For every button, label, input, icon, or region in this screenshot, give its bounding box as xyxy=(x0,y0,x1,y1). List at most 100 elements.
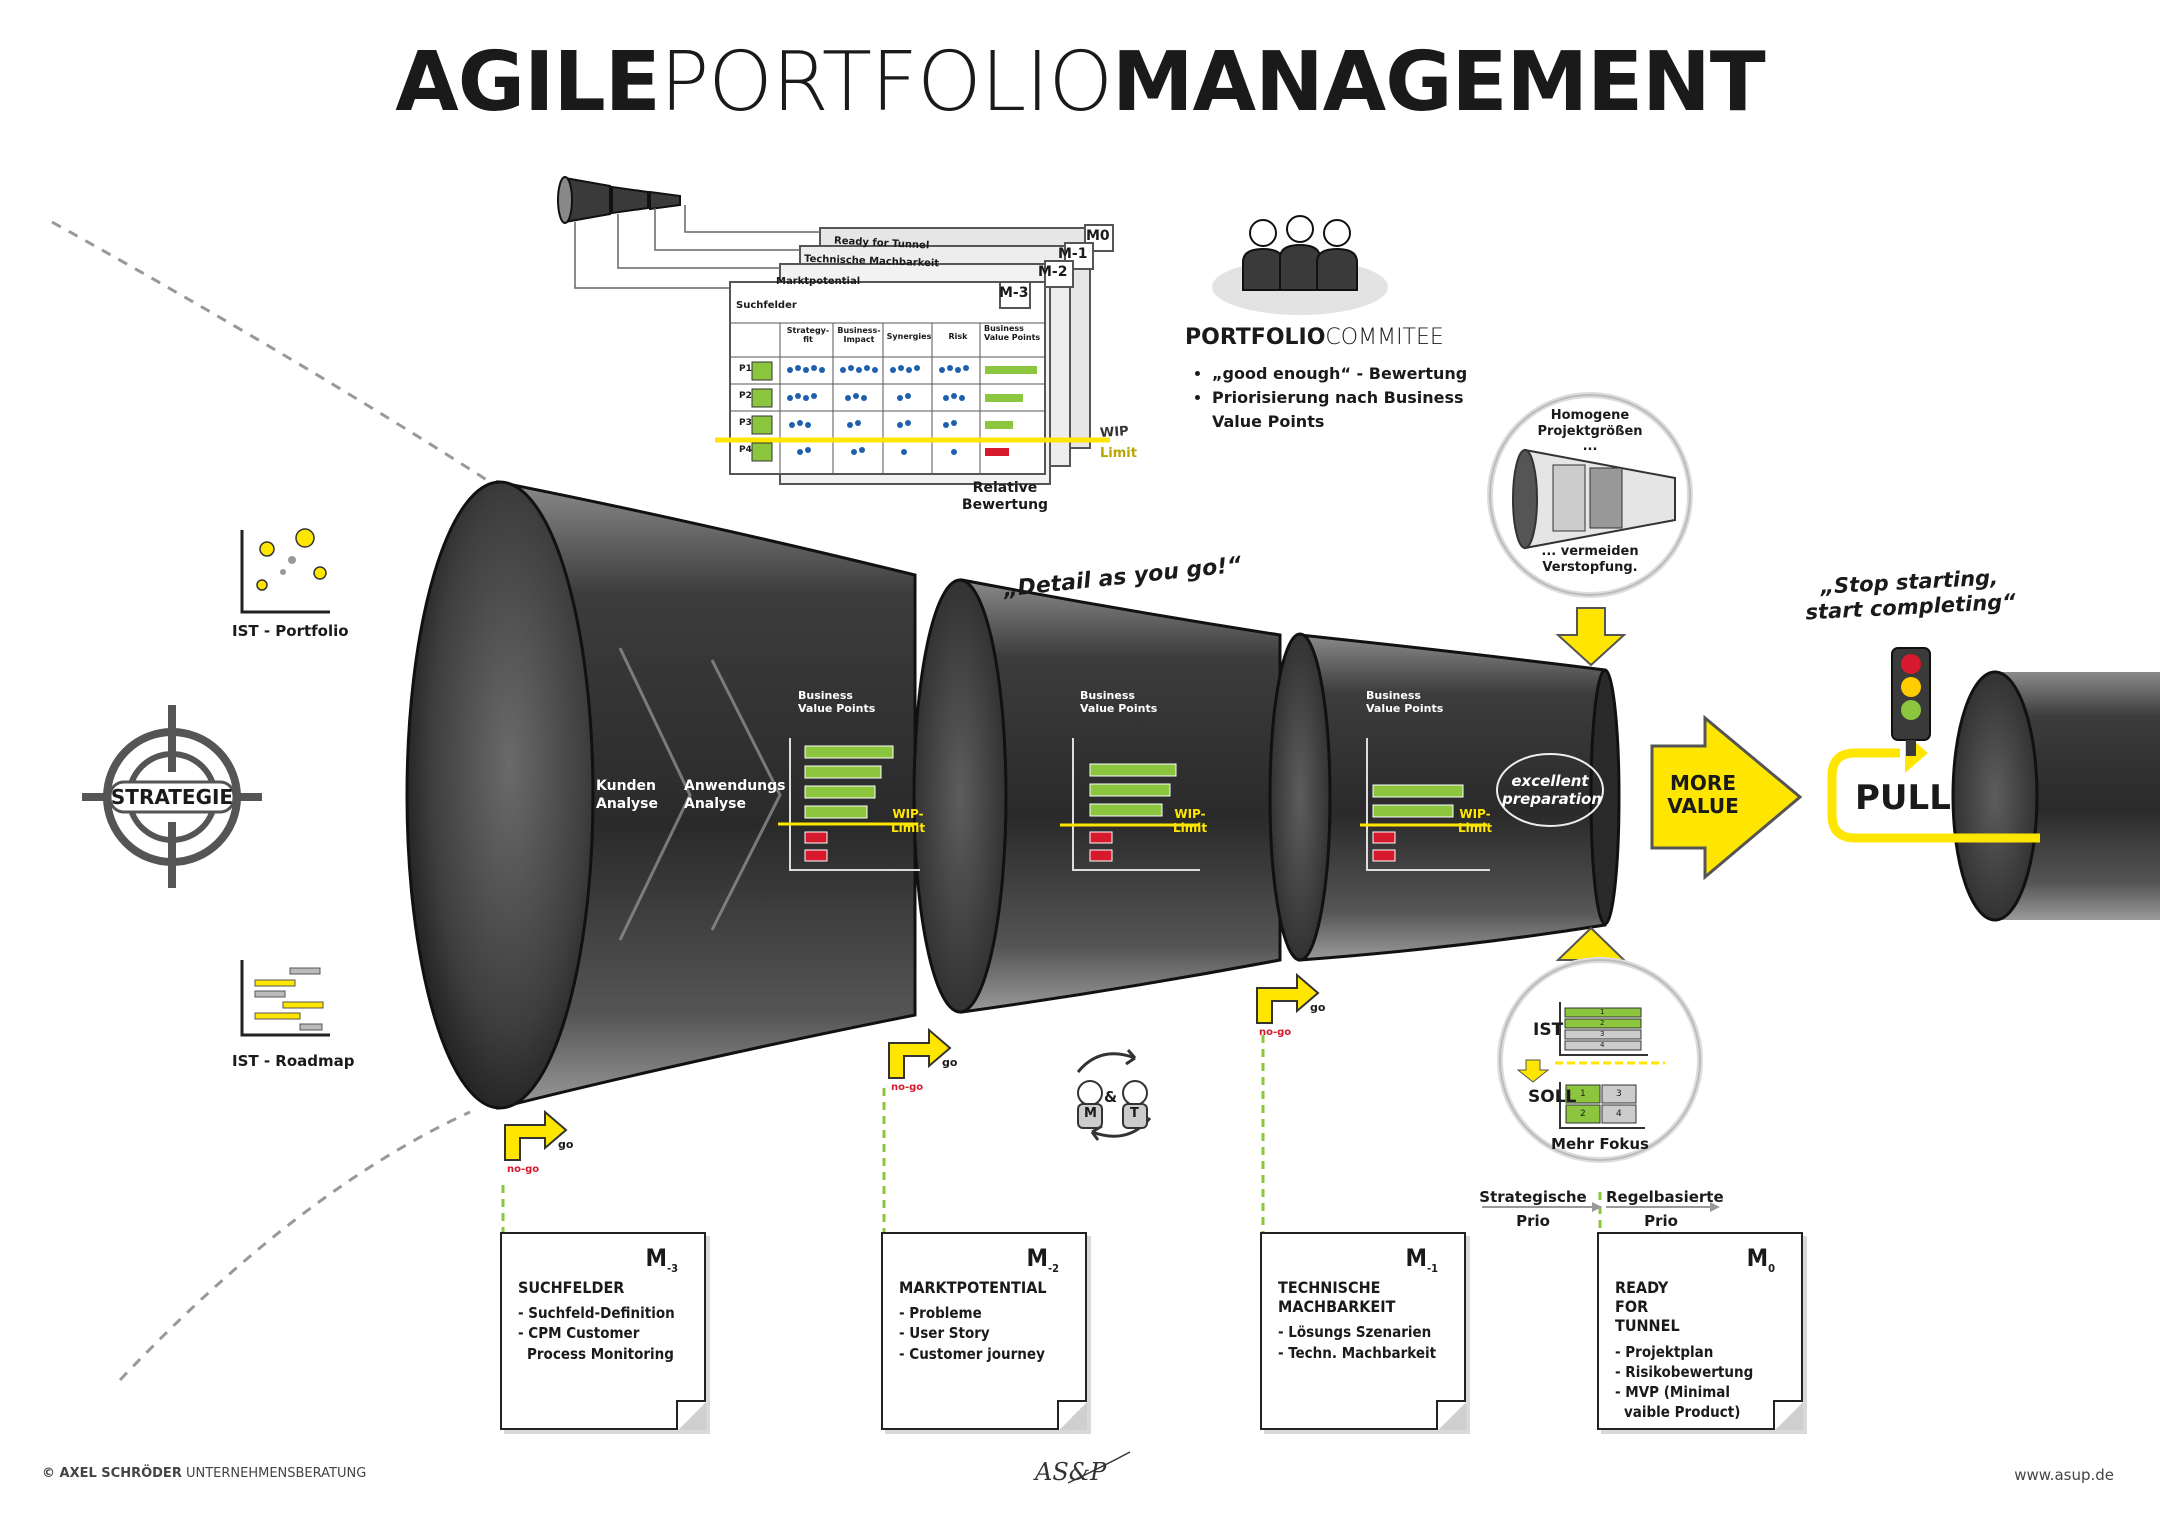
bvp-cell-bar xyxy=(985,394,1023,402)
ist-row-num: 1 xyxy=(1600,1008,1605,1016)
sheet-title-suchfelder: Suchfelder xyxy=(736,300,797,311)
soll-cell-num: 3 xyxy=(1616,1089,1622,1099)
stage-item: - Projektplan xyxy=(1615,1342,1714,1361)
bvp-chart-2 xyxy=(1072,738,1200,871)
committee-title: PORTFOLIOCOMMITEE xyxy=(1185,325,1444,350)
mini-funnel-icon xyxy=(1512,448,1676,550)
soll-cell xyxy=(1565,1104,1601,1124)
project-note xyxy=(751,442,773,462)
row-label: P4 xyxy=(739,445,752,455)
arrow-down-icon xyxy=(1555,607,1627,667)
excellent-preparation-bubble xyxy=(1496,753,1604,827)
ist-bar xyxy=(1564,1040,1642,1051)
funnel-exit-rim xyxy=(1589,668,1621,926)
traffic-light-icon xyxy=(1891,647,1931,756)
mt-amp-label: & xyxy=(1104,1088,1118,1106)
ist-bar xyxy=(1564,1029,1642,1040)
footer-copyright-suffix: UNTERNEHMENSBERATUNG xyxy=(185,1466,367,1481)
sheet-tag-m1: M-1 xyxy=(1058,246,1088,262)
soll-cell xyxy=(1601,1104,1637,1124)
bvp-bar xyxy=(1089,803,1163,817)
soll-label: SOLL xyxy=(1528,1087,1577,1107)
title-portfolio: PORTFOLIO xyxy=(659,35,1113,130)
ist-portfolio-chart-icon xyxy=(240,530,330,614)
roadmap-bar xyxy=(254,990,286,998)
committee-title-bold: PORTFOLIO xyxy=(1185,325,1326,350)
stage-tag: M-3 xyxy=(645,1244,679,1275)
stage-item: - Risikobewertung xyxy=(1615,1362,1754,1381)
bvp-bar xyxy=(1089,763,1177,777)
bvp-bar xyxy=(1372,784,1464,798)
bvp-chart-3 xyxy=(1366,738,1490,871)
bvp-label: Business Value Points xyxy=(798,689,876,715)
gate-go-label: go xyxy=(942,1056,958,1069)
megaphone-icon xyxy=(557,176,681,224)
sheet-tab xyxy=(999,281,1031,309)
stage-tag: M0 xyxy=(1746,1244,1775,1275)
sheet-title-markt: Marktpotential xyxy=(776,276,861,287)
bvp-bar-over xyxy=(804,849,828,862)
soll-cell-num: 4 xyxy=(1616,1109,1622,1119)
funnel-section-1 xyxy=(496,480,917,1110)
committee-bullet: „good enough“ - Bewertung xyxy=(1212,362,1472,386)
page-title: AGILEPORTFOLIOMANAGEMENT xyxy=(0,42,2160,124)
stage-item: vaible Product) xyxy=(1624,1403,1741,1422)
bvp-cell-bar xyxy=(985,366,1037,374)
mehr-fokus-caption: Mehr Fokus xyxy=(1551,1135,1649,1153)
bvp-bar xyxy=(804,765,882,779)
stage-item: - Lösungs Szenarien xyxy=(1278,1323,1432,1342)
stage-item: Process Monitoring xyxy=(527,1344,674,1363)
committee-bullet: Priorisierung nach Business Value Points xyxy=(1212,386,1472,434)
bvp-bar-over xyxy=(1372,831,1396,844)
footer-logo: AS&P xyxy=(1035,1458,1107,1486)
soll-cell xyxy=(1601,1084,1637,1104)
soll-chart-icon xyxy=(1559,1082,1645,1129)
megaphone-connectors xyxy=(574,205,820,289)
bvp-bar xyxy=(804,805,868,819)
bvp-cell-bar xyxy=(985,448,1009,456)
project-note xyxy=(751,388,773,408)
footer-website: www.asup.de xyxy=(2014,1466,2114,1484)
relative-bewertung-label: Relative Bewertung xyxy=(961,480,1049,513)
sheet-tab xyxy=(1044,260,1074,288)
stage-item: - Suchfeld-Definition xyxy=(518,1304,675,1323)
bvp-bar xyxy=(804,785,876,799)
portfolio-bubble xyxy=(256,579,268,591)
wip-limit-label: WIP-Limit xyxy=(1457,807,1493,835)
tunnel-body xyxy=(1995,672,2160,920)
strategie-label-bg xyxy=(108,780,236,814)
title-agile: AGILE xyxy=(395,35,661,130)
ist-label: IST xyxy=(1533,1020,1564,1040)
row-label: P3 xyxy=(739,418,752,428)
pull-arrow-icon xyxy=(1827,748,2040,843)
ist-chart-icon xyxy=(1559,1002,1648,1056)
bvp-bar xyxy=(804,745,894,759)
more-value-label: MORE VALUE xyxy=(1667,771,1739,818)
ist-bar xyxy=(1564,1007,1642,1018)
stage-item: - Probleme xyxy=(899,1304,982,1323)
wip-limit-label: WIP-Limit xyxy=(1172,807,1208,835)
anwendungs-analyse-label: Anwendungs Analyse xyxy=(684,778,786,812)
row-label: P2 xyxy=(739,391,752,401)
rating-dots xyxy=(787,365,969,455)
bvp-chart-1 xyxy=(789,738,920,871)
tunnel-mouth xyxy=(1951,670,2039,922)
stage-card-marktpotential: M-2 MARKTPOTENTIAL - Probleme - User Sto… xyxy=(881,1232,1087,1430)
soll-cell-num: 1 xyxy=(1580,1089,1586,1099)
soll-cell xyxy=(1565,1084,1601,1104)
stage-tag: M-2 xyxy=(1026,1244,1060,1275)
roadmap-bar xyxy=(254,1012,301,1020)
excellent-preparation-label: excellent preparation xyxy=(1502,772,1602,808)
roadmap-bar xyxy=(299,1023,323,1031)
column-header: Synergies xyxy=(886,332,932,341)
strategische-prio-label: Strategische Prio xyxy=(1479,1188,1587,1230)
stage-tag: M-1 xyxy=(1405,1244,1439,1275)
project-note xyxy=(751,361,773,381)
wip-limit-label: WIP-Limit xyxy=(890,807,926,835)
more-value-arrow-icon xyxy=(1650,714,1803,881)
logo-swoosh xyxy=(1067,1451,1131,1484)
column-header: Business Value Points xyxy=(984,324,1041,342)
gate-go-label: go xyxy=(1310,1001,1326,1014)
gate-icon xyxy=(888,1027,952,1079)
footer-copyright: © AXEL SCHRÖDER UNTERNEHMENSBERATUNG xyxy=(42,1466,366,1481)
